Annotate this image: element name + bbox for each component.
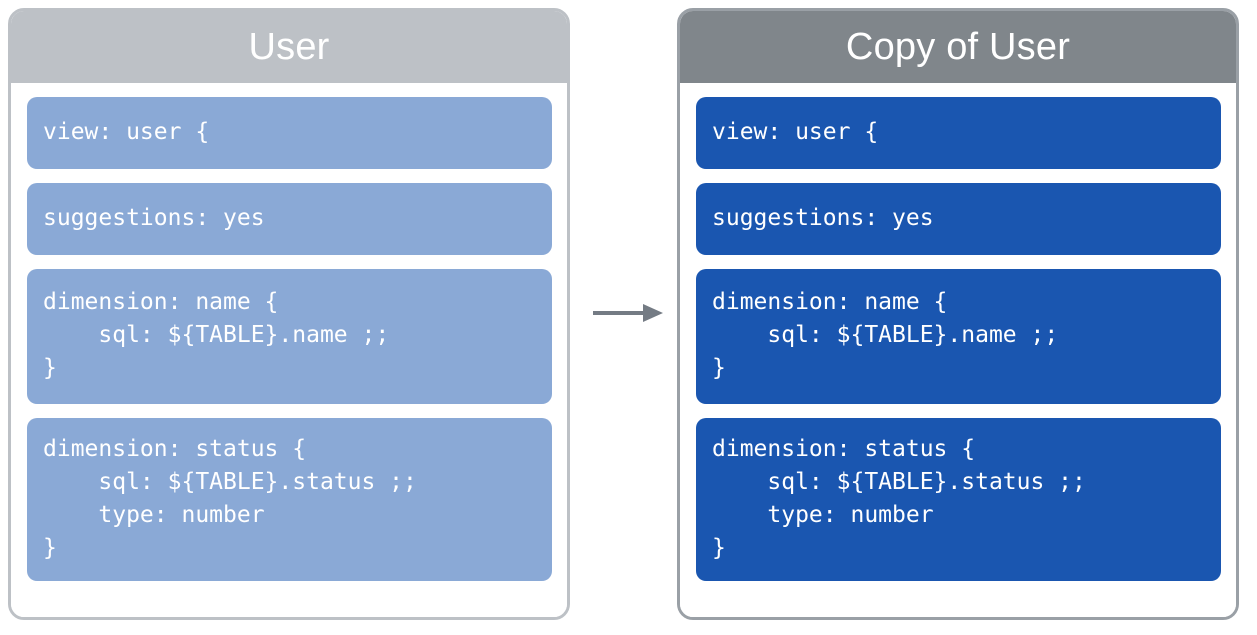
code-text: view: user { (712, 118, 879, 145)
code-block-dimension-name: dimension: name { sql: ${TABLE}.name ;; … (27, 269, 552, 404)
code-block-view-declaration: view: user { (696, 97, 1221, 169)
panel-source-view: User view: user { suggestions: yes dimen… (8, 8, 570, 620)
code-text: dimension: name { sql: ${TABLE}.name ;; … (712, 289, 1059, 381)
panel-source-body: view: user { suggestions: yes dimension:… (11, 83, 567, 617)
code-block-dimension-status: dimension: status { sql: ${TABLE}.status… (27, 418, 552, 581)
panel-copy-body: view: user { suggestions: yes dimension:… (680, 83, 1236, 617)
code-block-dimension-status: dimension: status { sql: ${TABLE}.status… (696, 418, 1221, 581)
arrow-right-icon (593, 304, 663, 322)
code-text: suggestions: yes (712, 204, 934, 231)
code-text: dimension: status { sql: ${TABLE}.status… (712, 435, 1086, 561)
code-text: suggestions: yes (43, 204, 265, 231)
code-text: dimension: status { sql: ${TABLE}.status… (43, 435, 417, 561)
panel-source-header: User (11, 11, 567, 83)
panel-copy-header: Copy of User (680, 11, 1236, 83)
panel-copy-title: Copy of User (845, 26, 1071, 68)
code-text: view: user { (43, 118, 210, 145)
code-block-suggestions-param: suggestions: yes (696, 183, 1221, 255)
panel-copy-view: Copy of User view: user { suggestions: y… (677, 8, 1239, 620)
code-block-suggestions-param: suggestions: yes (27, 183, 552, 255)
code-block-dimension-name: dimension: name { sql: ${TABLE}.name ;; … (696, 269, 1221, 404)
code-text: dimension: name { sql: ${TABLE}.name ;; … (43, 289, 390, 381)
code-block-view-declaration: view: user { (27, 97, 552, 169)
panel-source-title: User (248, 26, 330, 68)
